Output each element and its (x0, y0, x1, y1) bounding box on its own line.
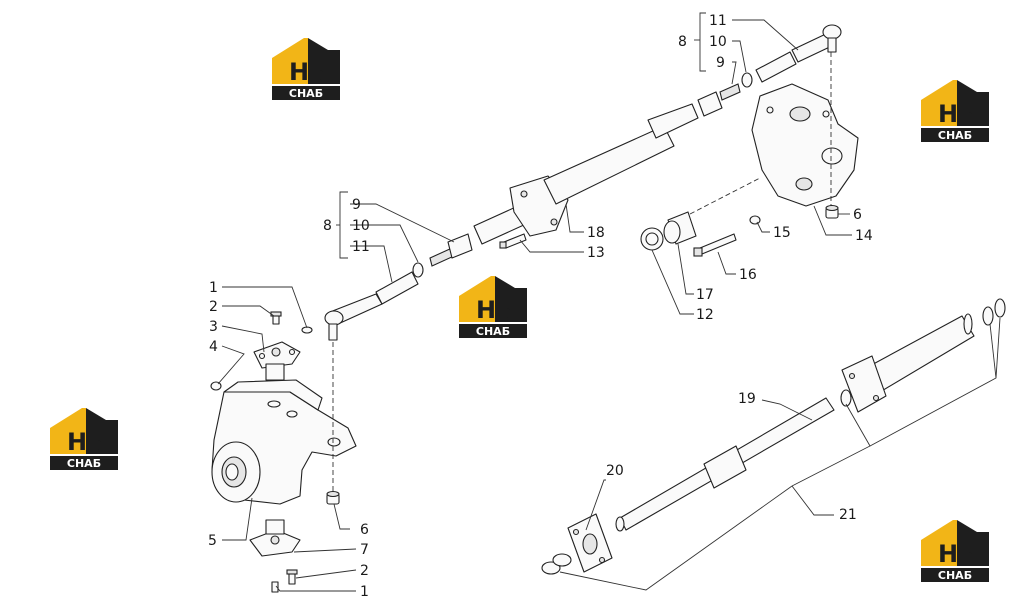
shaft-19 (615, 397, 835, 532)
logo-roof-dark (957, 80, 989, 126)
callout-12: 12 (696, 307, 714, 323)
upper-pivot-cap (253, 341, 301, 381)
nut-right (825, 204, 839, 219)
callout-15: 15 (773, 225, 791, 241)
nut-left (326, 490, 340, 505)
logo-letters: H3 (938, 540, 975, 568)
logo-roof-dark (308, 38, 340, 84)
callout-14: 14 (855, 228, 873, 244)
callout-13: 13 (587, 245, 605, 261)
logo-letters: H3 (289, 58, 326, 86)
lock-nut-left (412, 262, 424, 278)
callout-11-right: 11 (709, 13, 727, 29)
callout-18: 18 (587, 225, 605, 241)
callout-20: 20 (606, 463, 624, 479)
logo-letters: H3 (67, 428, 104, 456)
leader-lines (217, 12, 1001, 592)
bolt-top (270, 311, 282, 325)
logo-house-shape (921, 520, 957, 566)
logo-caption: СНАБ (67, 457, 101, 470)
tie-rod-end-right (791, 24, 842, 63)
logo-house-shape (459, 276, 495, 322)
callout-5: 5 (208, 533, 217, 549)
bolt-bottom (286, 569, 298, 585)
grease-fitting (210, 381, 222, 391)
drive-shaft-tube (865, 313, 975, 393)
pin-16 (693, 233, 737, 257)
logo-roof-dark (495, 276, 527, 322)
threaded-sleeve-left (429, 233, 473, 267)
steering-cylinder-18 (473, 103, 699, 245)
logo-caption-bar (50, 456, 118, 470)
tie-rod-segment-left (375, 271, 419, 305)
callout-3: 3 (209, 319, 218, 335)
logo-caption: СНАБ (289, 87, 323, 100)
steering-knuckle-right (751, 83, 859, 207)
callout-1-bottom: 1 (360, 584, 369, 600)
callout-9-left: 9 (352, 197, 361, 213)
callout-6-left: 6 (360, 522, 369, 538)
seal-rings-top-right (982, 298, 1006, 326)
logo-watermark: H3 СНАБ (921, 80, 989, 142)
seal-ring-upper-flange (840, 389, 852, 407)
logo-house-shape (272, 38, 308, 84)
logo-caption-bar (459, 324, 527, 338)
callout-11-left: 11 (352, 239, 370, 255)
logo-caption: СНАБ (938, 569, 972, 582)
lower-pivot-cap (249, 519, 301, 557)
logo-letters: H3 (938, 100, 975, 128)
logo-caption-bar (272, 86, 340, 100)
logo-caption-bar (921, 568, 989, 582)
callout-21: 21 (839, 507, 857, 523)
lock-nut-right (741, 72, 753, 88)
logo-caption: СНАБ (476, 325, 510, 338)
bushing-outer (640, 227, 664, 251)
callout-2-bottom: 2 (360, 563, 369, 579)
flange-20 (567, 513, 613, 573)
steering-knuckle-left (211, 379, 357, 505)
nut-15 (749, 215, 761, 225)
tie-rod-segment-right (755, 51, 797, 83)
flange-upper (841, 355, 887, 413)
logo-letters: H3 (476, 296, 513, 324)
callout-16: 16 (739, 267, 757, 283)
callout-9-right: 9 (716, 55, 725, 71)
callout-10-right: 10 (709, 34, 727, 50)
logo-watermark: H3 СНАБ (50, 408, 118, 470)
bushing-inner (663, 211, 697, 245)
logo-caption: СНАБ (938, 129, 972, 142)
logo-roof-dark (957, 520, 989, 566)
logo-house-shape (921, 80, 957, 126)
bolt-13 (499, 233, 527, 249)
callout-10-left: 10 (352, 218, 370, 234)
washer-bottom (271, 581, 279, 593)
callout-labels: 1 2 3 4 5 6 7 2 1 8 9 10 11 8 9 10 11 18… (208, 13, 873, 600)
logo-roof-dark (86, 408, 118, 454)
callout-4: 4 (209, 339, 218, 355)
logo-watermark: H3 СНАБ (921, 520, 989, 582)
logo-watermark: H3 СНАБ (272, 38, 340, 100)
callout-6-right: 6 (853, 207, 862, 223)
logo-caption-bar (921, 128, 989, 142)
callout-7: 7 (360, 542, 369, 558)
callout-2-top: 2 (209, 299, 218, 315)
logo-watermark: H3 СНАБ (459, 276, 527, 338)
logo-house-shape (50, 408, 86, 454)
callout-17: 17 (696, 287, 714, 303)
tie-rod-end-left (324, 293, 383, 341)
callout-19: 19 (738, 391, 756, 407)
threaded-sleeve-right (697, 83, 741, 117)
callout-8-left: 8 (323, 218, 332, 234)
seal-rings-bottom-left (541, 553, 572, 575)
callout-8-right: 8 (678, 34, 687, 50)
callout-1-top: 1 (209, 280, 218, 296)
